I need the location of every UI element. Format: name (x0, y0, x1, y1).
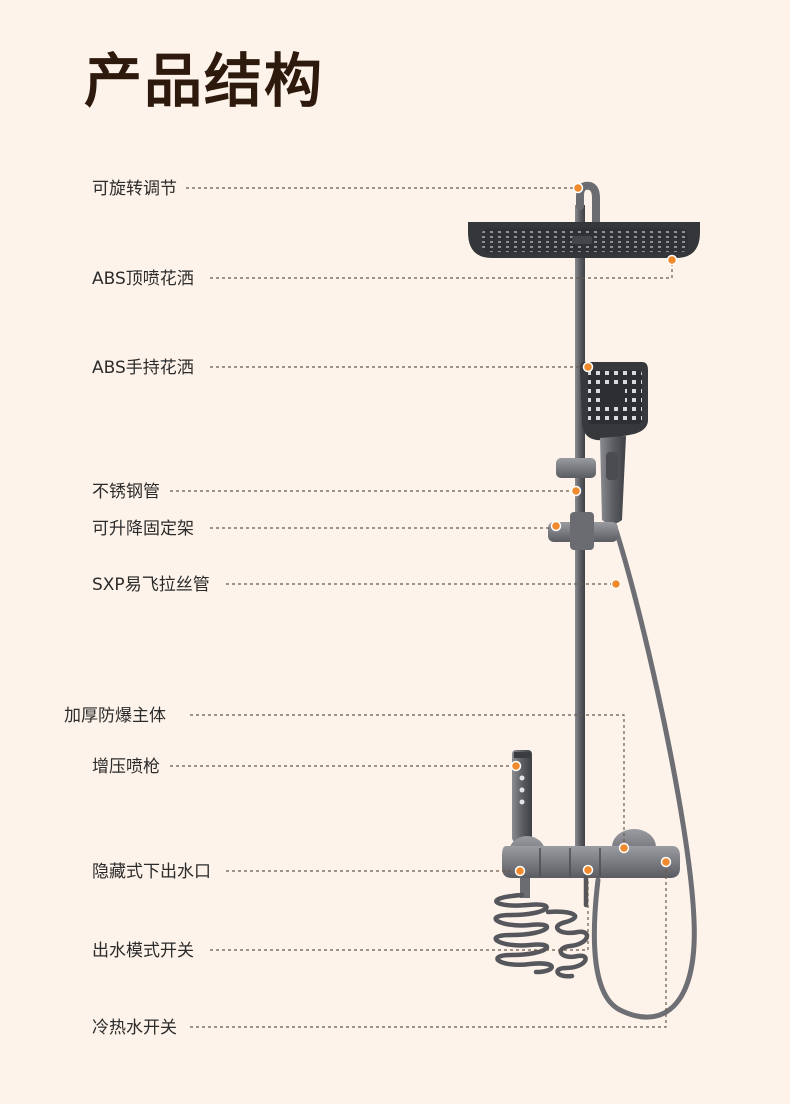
callout-dots (510, 182, 678, 877)
label-body: 加厚防爆主体 (64, 706, 166, 726)
pull-hose (591, 515, 697, 1020)
spray-gun-shape (512, 750, 532, 842)
lift-holder-shape (548, 458, 618, 550)
coil-hose (493, 873, 590, 979)
label-hand-shower: ABS手持花洒 (92, 358, 194, 378)
label-spray-gun: 增压喷枪 (92, 757, 160, 777)
label-temp-switch: 冷热水开关 (92, 1018, 177, 1038)
leader-lines (170, 187, 673, 1028)
label-top-shower: ABS顶喷花洒 (92, 269, 194, 289)
label-mode-switch: 出水模式开关 (92, 941, 194, 961)
label-lift-holder: 可升降固定架 (92, 519, 194, 539)
label-rotate: 可旋转调节 (92, 179, 177, 199)
label-hose: SXP易飞拉丝管 (92, 575, 210, 595)
valve-body (502, 829, 680, 898)
label-outlet: 隐藏式下出水口 (92, 862, 211, 882)
page-title: 产品结构 (84, 47, 325, 115)
label-steel-pipe: 不锈钢管 (92, 482, 160, 502)
hand-shower-head (580, 362, 648, 524)
top-shower-head (468, 222, 700, 258)
